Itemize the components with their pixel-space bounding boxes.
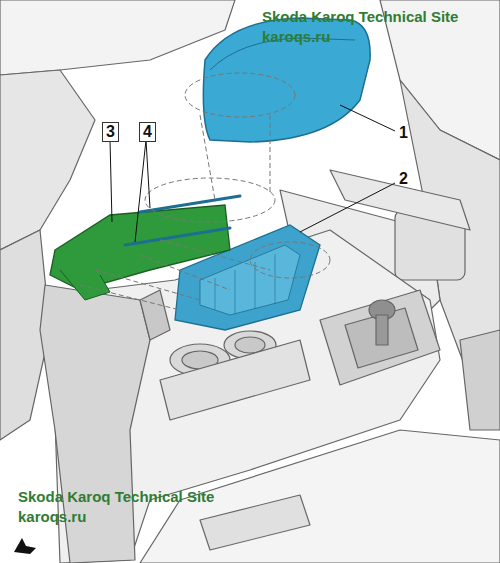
watermark-url: karoqs.ru: [18, 508, 86, 525]
watermark-text: Skoda Karoq Technical Site: [262, 8, 458, 25]
callout-number: 2: [399, 170, 408, 188]
callout-number: 1: [399, 124, 408, 142]
watermark-text: Skoda Karoq Technical Site: [18, 488, 214, 505]
watermark-url: karoqs.ru: [262, 28, 330, 45]
corner-icon: [14, 538, 36, 554]
callout-number: 3: [102, 122, 119, 142]
callout-number: 4: [139, 122, 156, 142]
